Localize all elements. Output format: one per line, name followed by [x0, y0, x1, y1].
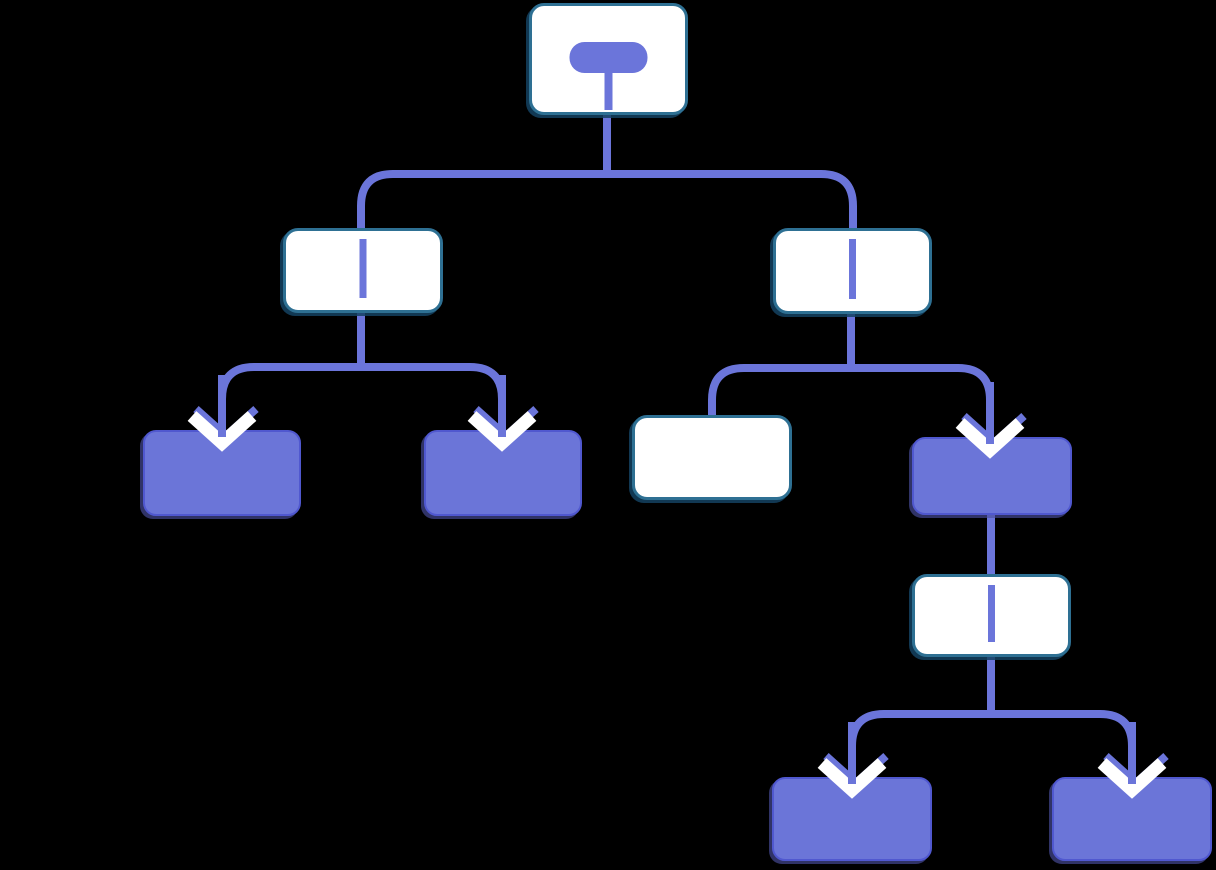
node-root[interactable]: [529, 3, 688, 115]
node-leaf-left-2[interactable]: [424, 430, 582, 516]
node-leaf-left-1[interactable]: [143, 430, 301, 516]
node-leaf-bottom-1[interactable]: [772, 777, 932, 861]
node-branch-left[interactable]: [283, 228, 443, 313]
node-child-right-purple[interactable]: [912, 437, 1072, 515]
node-leaf-bottom-2[interactable]: [1052, 777, 1212, 861]
node-branch-lower[interactable]: [912, 574, 1071, 657]
node-child-right-white[interactable]: [632, 415, 792, 500]
node-branch-right[interactable]: [773, 228, 932, 314]
